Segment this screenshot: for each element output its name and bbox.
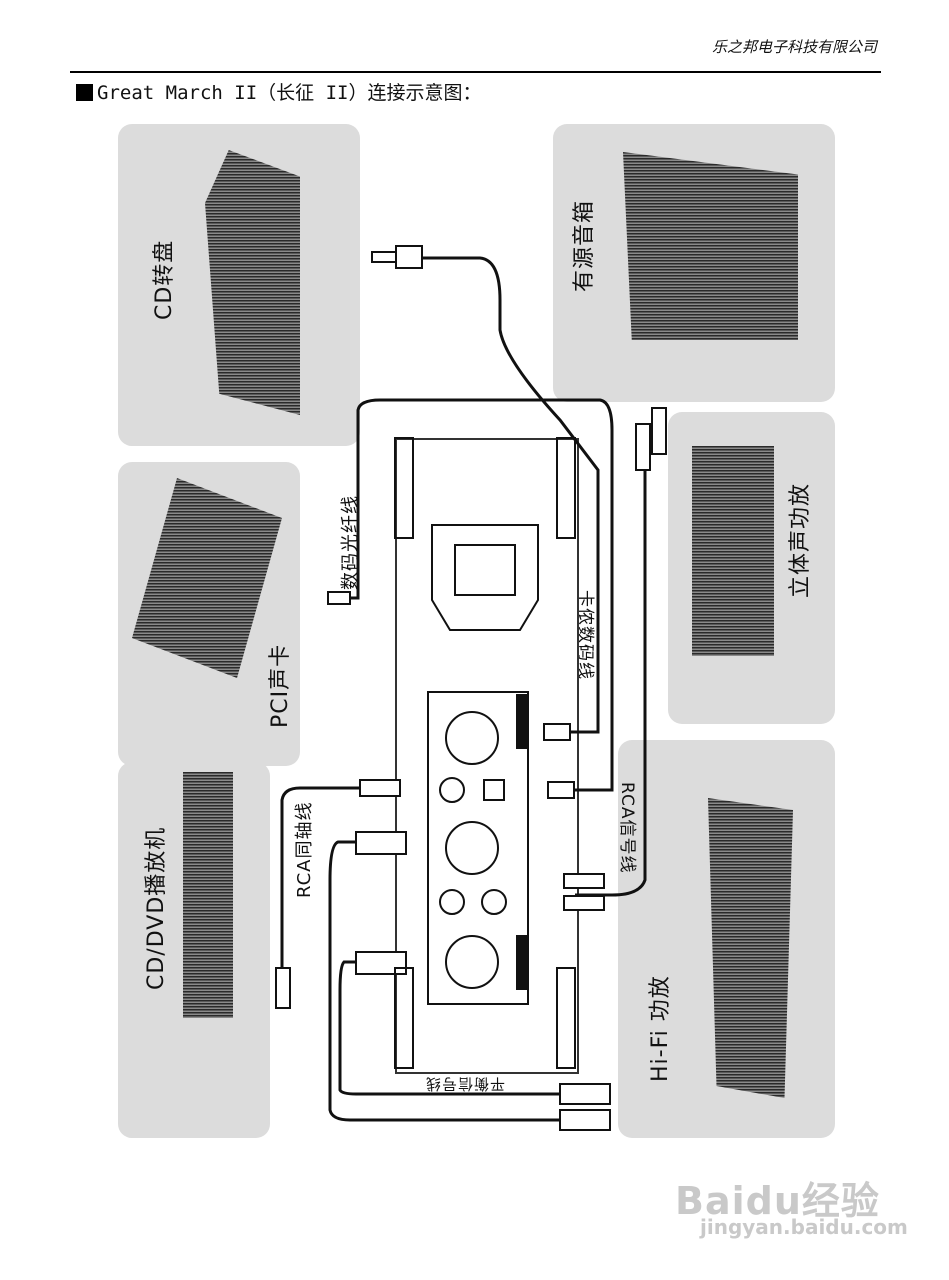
- connector-unit-coax: [359, 779, 401, 797]
- unit-rca-1: [439, 889, 465, 915]
- unit-label-block-2: [516, 935, 528, 990]
- hifi-amp-image: [708, 798, 793, 1098]
- stereo-amp-image: [692, 446, 774, 656]
- unit-xlr-3: [445, 935, 499, 989]
- connector-optical: [327, 591, 351, 605]
- baidu-watermark-url: jingyan.baidu.com: [700, 1215, 908, 1239]
- connector-top-xlr-tail: [371, 251, 397, 263]
- unit-panel: [427, 691, 529, 1005]
- unit-power-socket: [431, 524, 539, 631]
- bullet-square-icon: [76, 84, 93, 101]
- connector-rca-out-2: [563, 895, 605, 911]
- company-name: 乐之邦电子科技有限公司: [711, 38, 877, 56]
- connector-rca-white: [651, 407, 667, 455]
- active-speakers-image: [623, 152, 798, 340]
- connector-rca-out-1: [563, 873, 605, 889]
- unit-xlr-2: [445, 821, 499, 875]
- baidu-watermark-logo: Baidu经验: [675, 1179, 880, 1223]
- connector-unit-xlr-out-1: [355, 831, 407, 855]
- cable-balanced-digital: [420, 256, 600, 734]
- connector-bal-end-1: [559, 1083, 611, 1105]
- unit-bottom-bar: [394, 967, 414, 1069]
- unit-bottom-bar-2: [556, 967, 576, 1069]
- cd-dvd-player-image: [183, 772, 233, 1018]
- cable-optical: [350, 398, 614, 792]
- unit-top-bar: [394, 437, 414, 539]
- connector-unit-coax-in: [547, 781, 575, 799]
- unit-top-bar-2: [556, 437, 576, 539]
- cable-rca-signal: [575, 470, 647, 897]
- connector-top-xlr: [395, 245, 423, 269]
- page-title-text: Great March II（长征 II）连接示意图：: [97, 82, 482, 104]
- unit-optical-jack: [483, 779, 505, 801]
- connector-rca-red: [635, 423, 651, 471]
- page-title: Great March II（长征 II）连接示意图：: [76, 78, 481, 105]
- unit-coax-jack: [439, 777, 465, 803]
- unit-power-inlet: [454, 544, 516, 596]
- unit-rca-2: [481, 889, 507, 915]
- cable-balanced-out-1: [328, 840, 560, 1122]
- cd-transport-image: [205, 150, 300, 415]
- cable-balanced-out-2: [338, 960, 560, 1096]
- connector-unit-xlr-out-2: [355, 951, 407, 975]
- connector-bal-end-2: [559, 1109, 611, 1131]
- connector-unit-xlr-in: [543, 723, 571, 741]
- connector-rca-coax-end: [275, 967, 291, 1009]
- unit-xlr-1: [445, 711, 499, 765]
- cable-rca-coax: [280, 786, 360, 968]
- header-rule: [70, 71, 881, 73]
- unit-label-block-1: [516, 694, 528, 749]
